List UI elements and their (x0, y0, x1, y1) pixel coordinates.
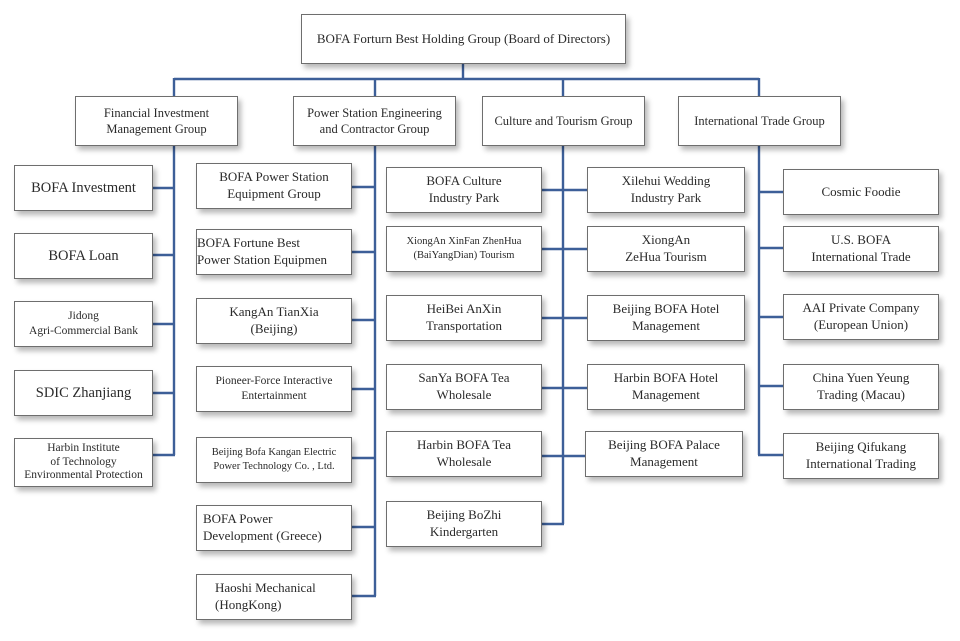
node-label: Beijing BOFA Hotel Management (612, 301, 720, 333)
node-label: HeiBei AnXin Transportation (425, 301, 503, 333)
node-label: BOFA Forturn Best Holding Group (Board o… (316, 30, 611, 46)
node-label: Xilehui Wedding Industry Park (621, 173, 711, 205)
node-label: International Trade Group (694, 113, 825, 128)
company-node[interactable]: Beijing Qifukang International Trading (783, 433, 939, 479)
node-label: KangAn TianXia (Beijing) (229, 304, 319, 336)
node-label: Harbin BOFA Hotel Management (613, 370, 719, 402)
company-node[interactable]: Beijing BOFA Palace Management (585, 431, 743, 477)
company-node[interactable]: China Yuen Yeung Trading (Macau) (783, 364, 939, 410)
node-label: AAI Private Company (European Union) (802, 300, 920, 332)
company-node[interactable]: SDIC Zhanjiang (14, 370, 153, 416)
company-node[interactable]: BOFA Culture Industry Park (386, 167, 542, 213)
company-node[interactable]: AAI Private Company (European Union) (783, 294, 939, 340)
node-label: BOFA Loan (48, 247, 119, 264)
node-label: Culture and Tourism Group (494, 113, 633, 128)
company-node[interactable]: Beijing BOFA Hotel Management (587, 295, 745, 341)
company-node[interactable]: Haoshi Mechanical (HongKong) (196, 574, 352, 620)
company-node[interactable]: BOFA Power Development (Greece) (196, 505, 352, 551)
company-node[interactable]: Harbin Institute of Technology Environme… (14, 438, 153, 487)
company-node[interactable]: KangAn TianXia (Beijing) (196, 298, 352, 344)
node-label: Jidong Agri-Commercial Bank (29, 310, 138, 337)
company-node[interactable]: Pioneer-Force Interactive Entertainment (196, 366, 352, 412)
company-node[interactable]: Xilehui Wedding Industry Park (587, 167, 745, 213)
company-node[interactable]: BOFA Loan (14, 233, 153, 279)
group-financial-investment[interactable]: Financial Investment Management Group (75, 96, 238, 146)
node-label: Harbin Institute of Technology Environme… (24, 441, 143, 482)
node-label: U.S. BOFA International Trade (811, 232, 911, 264)
node-label: SDIC Zhanjiang (35, 384, 132, 401)
node-label: Harbin BOFA Tea Wholesale (417, 437, 511, 469)
node-label: Cosmic Foodie (821, 183, 901, 199)
group-culture-tourism[interactable]: Culture and Tourism Group (482, 96, 645, 146)
company-node[interactable]: Jidong Agri-Commercial Bank (14, 301, 153, 347)
node-label: Beijing Bofa Kangan Electric Power Techn… (211, 447, 337, 472)
node-label: Power Station Engineering and Contractor… (307, 105, 442, 136)
node-label: BOFA Fortune Best Power Station Equipmen (197, 235, 327, 267)
node-label: Financial Investment Management Group (103, 105, 210, 136)
node-label: Haoshi Mechanical (HongKong) (215, 580, 316, 612)
node-label: Beijing BoZhi Kindergarten (426, 507, 502, 539)
company-node[interactable]: BOFA Fortune Best Power Station Equipmen (196, 229, 352, 275)
company-node[interactable]: BOFA Investment (14, 165, 153, 211)
company-node[interactable]: Beijing Bofa Kangan Electric Power Techn… (196, 437, 352, 483)
company-node[interactable]: HeiBei AnXin Transportation (386, 295, 542, 341)
node-label: XiongAn XinFan ZhenHua (BaiYangDian) Tou… (406, 236, 522, 261)
company-node[interactable]: BOFA Power Station Equipment Group (196, 163, 352, 209)
node-label: Beijing BOFA Palace Management (608, 437, 720, 469)
company-node[interactable]: Harbin BOFA Hotel Management (587, 364, 745, 410)
group-international-trade[interactable]: International Trade Group (678, 96, 841, 146)
company-node[interactable]: XiongAn XinFan ZhenHua (BaiYangDian) Tou… (386, 226, 542, 272)
company-node[interactable]: Harbin BOFA Tea Wholesale (386, 431, 542, 477)
node-label: SanYa BOFA Tea Wholesale (418, 370, 510, 402)
company-node[interactable]: XiongAn ZeHua Tourism (587, 226, 745, 272)
group-power-station-engineering[interactable]: Power Station Engineering and Contractor… (293, 96, 456, 146)
company-node[interactable]: Cosmic Foodie (783, 169, 939, 215)
node-label: XiongAn ZeHua Tourism (625, 232, 707, 264)
company-node[interactable]: SanYa BOFA Tea Wholesale (386, 364, 542, 410)
node-label: China Yuen Yeung Trading (Macau) (812, 370, 910, 402)
node-label: BOFA Investment (31, 179, 136, 196)
node-label: BOFA Culture Industry Park (426, 173, 502, 205)
company-node[interactable]: Beijing BoZhi Kindergarten (386, 501, 542, 547)
board-of-directors-node[interactable]: BOFA Forturn Best Holding Group (Board o… (301, 14, 626, 64)
node-label: BOFA Power Development (Greece) (203, 511, 322, 543)
company-node[interactable]: U.S. BOFA International Trade (783, 226, 939, 272)
node-label: BOFA Power Station Equipment Group (219, 169, 329, 201)
node-label: Beijing Qifukang International Trading (805, 439, 917, 471)
node-label: Pioneer-Force Interactive Entertainment (215, 375, 333, 402)
